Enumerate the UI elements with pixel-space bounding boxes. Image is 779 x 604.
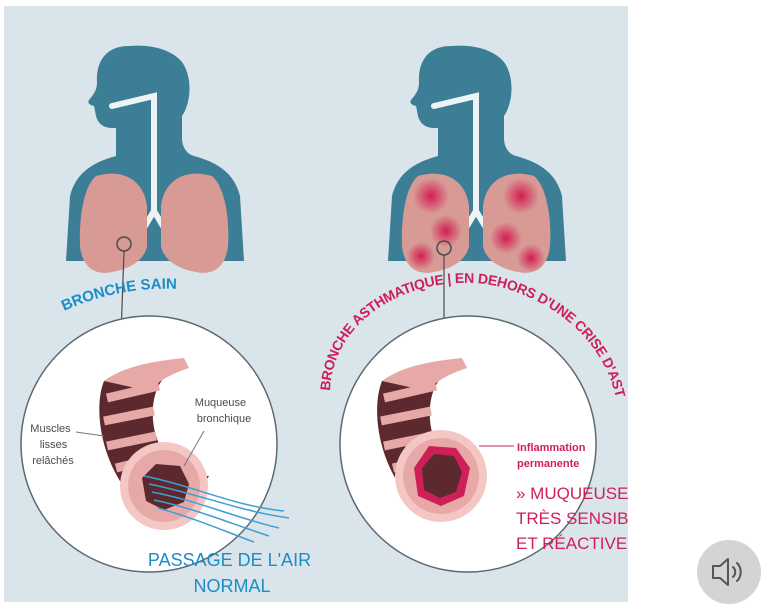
left-lung-right: [80, 174, 147, 273]
illustration-panel: BRONCHE SAINE: [4, 6, 628, 602]
speaker-icon: [710, 555, 748, 589]
right-caption: » MUQUEUSE TRÈS SENSIBLE ET RÉACTIVE: [516, 484, 628, 553]
background-right: [630, 0, 779, 602]
speaker-button[interactable]: [697, 540, 761, 604]
left-caption: PASSAGE DE L'AIR NORMAL: [148, 550, 316, 596]
asthma-illustration: BRONCHE SAINE: [4, 6, 628, 602]
left-lung-left: [161, 174, 228, 273]
